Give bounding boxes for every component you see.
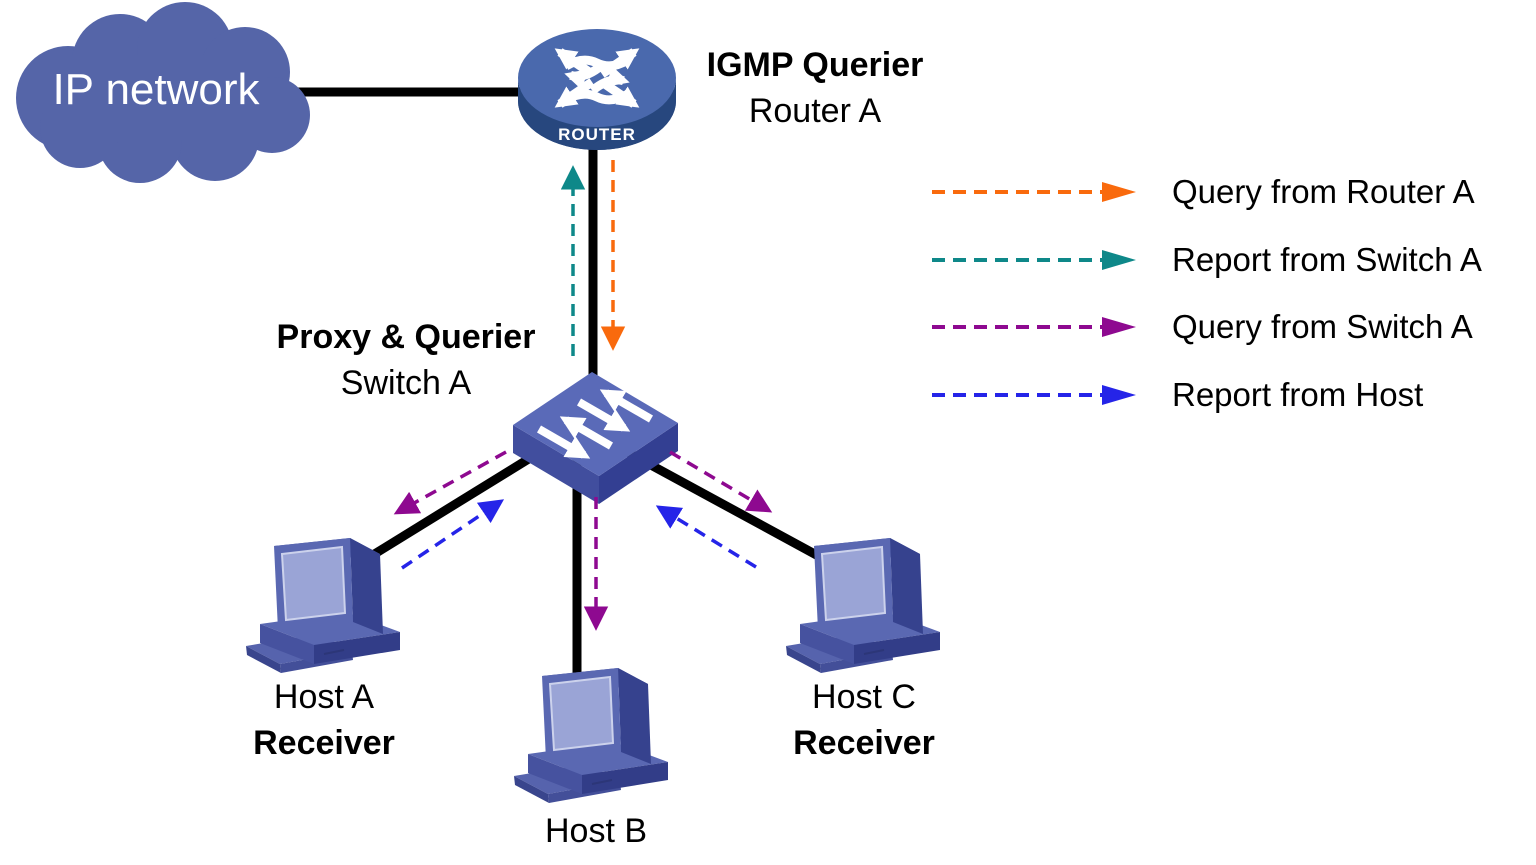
host-b-name: Host B (544, 812, 648, 850)
physical-links (295, 87, 825, 678)
legend-item-query-router: Query from Router A (930, 172, 1475, 212)
host-a-role: Receiver (253, 724, 395, 762)
legend-item-query-switch: Query from Switch A (930, 307, 1473, 347)
legend-label-report-host: Report from Host (1172, 376, 1424, 413)
router-icon-label: ROUTER (558, 125, 636, 144)
ip-network-label: IP network (52, 65, 260, 114)
router-crossed-arrows-icon (554, 48, 640, 108)
switch-name: Switch A (340, 364, 472, 402)
legend-item-report-switch: Report from Switch A (930, 240, 1482, 280)
host-b-label: Host B (545, 808, 647, 854)
legend-arrow-report-switch-icon (932, 250, 1136, 270)
host-c-name: Host C (812, 678, 916, 716)
legend-arrowhead (1102, 182, 1136, 202)
switch-icon (513, 372, 678, 504)
legend-arrowhead (1102, 385, 1136, 405)
switch-traffic-arrows-icon (536, 389, 654, 459)
host-a-icon (245, 537, 401, 674)
link-switch-host-c (624, 448, 825, 562)
router-title: IGMP Querier (706, 46, 924, 84)
legend-arrow-query-router-icon (932, 182, 1136, 202)
legend-arrowhead (1102, 317, 1136, 337)
host-c-role: Receiver (793, 724, 935, 762)
legend-item-report-host: Report from Host (930, 375, 1423, 415)
ip-network-cloud (16, 2, 310, 183)
router-label: IGMP Querier Router A (707, 42, 924, 134)
switch-title: Proxy & Querier (276, 318, 536, 356)
switch-label: Proxy & Querier Switch A (277, 314, 536, 406)
host-c-label: Host C Receiver (793, 674, 935, 766)
legend-arrow-report-host-icon (932, 385, 1136, 405)
router-icon: ROUTER (518, 29, 676, 150)
message-arrows (393, 160, 773, 631)
link-switch-host-a (365, 451, 538, 562)
legend-label-query-router: Query from Router A (1172, 173, 1475, 210)
host-a-name: Host A (273, 678, 375, 716)
legend-arrow-query-switch-icon (932, 317, 1136, 337)
legend-label-query-switch: Query from Switch A (1172, 308, 1473, 345)
host-c-icon (785, 537, 941, 674)
host-a-label: Host A Receiver (253, 674, 395, 766)
arrow-query-switch-to-host-a (393, 450, 507, 515)
host-b-icon (513, 667, 669, 804)
legend-arrowhead (1102, 250, 1136, 270)
router-name: Router A (748, 92, 882, 130)
legend-label-report-switch: Report from Switch A (1172, 241, 1482, 278)
